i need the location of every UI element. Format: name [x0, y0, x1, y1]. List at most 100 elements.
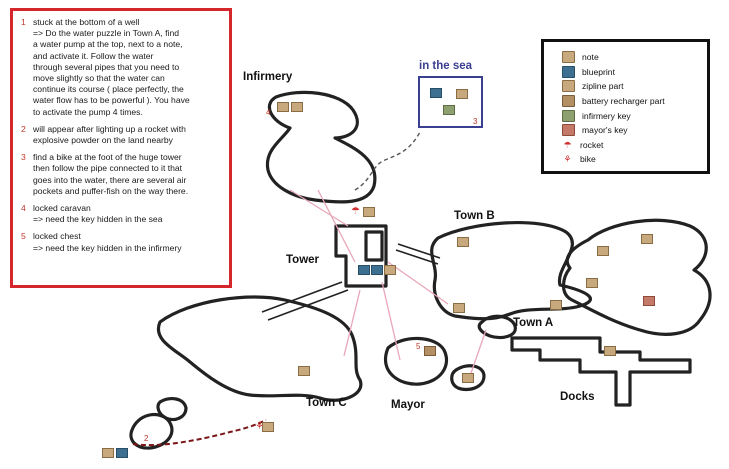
legend-label: note — [582, 52, 599, 63]
note-icon — [363, 207, 375, 217]
blueprint-icon — [358, 265, 370, 275]
mayors-key-icon — [643, 296, 655, 306]
legend-row: note — [562, 50, 699, 65]
note-icon — [597, 246, 609, 256]
note-item: 1 stuck at the bottom of a well => Do the… — [21, 17, 221, 118]
label-tower: Tower — [286, 254, 320, 266]
sw-island — [129, 412, 174, 450]
legend-label: battery recharger part — [582, 96, 665, 107]
note-text: locked caravan => need the key hidden in… — [33, 203, 163, 225]
note-icon — [298, 366, 310, 376]
note-item: 5 locked chest => need the key hidden in … — [21, 231, 221, 253]
mayor-island — [384, 336, 449, 386]
blueprint-icon — [430, 88, 442, 98]
legend: note blueprint zipline part battery rech… — [541, 39, 710, 174]
blueprint-icon — [371, 265, 383, 275]
note-icon — [102, 448, 114, 458]
note-text: will appear after lighting up a rocket w… — [33, 123, 186, 146]
battery-recharger-part-icon — [424, 346, 436, 356]
infirmery-key-icon — [443, 105, 455, 115]
bridge-tower-east — [395, 243, 441, 265]
note-icon — [462, 373, 474, 383]
sea-inset-box — [418, 76, 483, 128]
label-mayor: Mayor — [391, 399, 425, 411]
note-item: 4 locked caravan => need the key hidden i… — [21, 203, 221, 225]
note-icon — [562, 51, 575, 64]
legend-row: battery recharger part — [562, 94, 699, 109]
rocket-icon: ☂ — [351, 206, 360, 217]
link-4 — [381, 281, 401, 361]
infirmery-key-icon — [562, 109, 575, 122]
legend-label: rocket — [580, 139, 604, 150]
label-infirmery: Infirmery — [243, 71, 293, 83]
note-icon — [277, 102, 289, 112]
tower-outline — [334, 224, 388, 288]
note-number: 5 — [21, 231, 26, 242]
note-text: locked chest => need the key hidden in t… — [33, 231, 182, 253]
note-number: 2 — [21, 123, 26, 134]
note-number: 3 — [21, 152, 26, 163]
docks — [510, 336, 692, 407]
label-in-the-sea: in the sea — [419, 60, 473, 72]
battery-recharger-part-icon — [562, 95, 575, 108]
blueprint-icon — [562, 65, 575, 78]
small-island — [450, 364, 486, 392]
legend-row: infirmery key — [562, 108, 699, 123]
note-icon — [457, 237, 469, 247]
legend-row: ☂ rocket — [562, 138, 699, 153]
town-b-island — [430, 220, 592, 321]
note-icon — [262, 422, 274, 432]
legend-label: mayor's key — [582, 125, 628, 136]
bike-icon: ⚘ — [255, 421, 264, 432]
note-icon — [291, 102, 303, 112]
note-text: stuck at the bottom of a well => Do the … — [33, 17, 190, 117]
bridge-tower-west — [261, 281, 349, 321]
legend-row: zipline part — [562, 79, 699, 94]
infirmery-island — [265, 90, 377, 204]
marker-5: 5 — [416, 342, 421, 351]
tower-inner — [364, 230, 384, 262]
blueprint-icon — [116, 448, 128, 458]
zipline-part-icon — [562, 80, 575, 93]
legend-label: bike — [580, 154, 596, 165]
note-icon — [550, 300, 562, 310]
legend-row: ⚘ bike — [562, 152, 699, 167]
legend-label: infirmery key — [582, 110, 631, 121]
bike-route — [132, 419, 267, 447]
note-icon — [453, 303, 465, 313]
sw-island-2 — [156, 397, 188, 422]
label-docks: Docks — [560, 391, 595, 403]
mayors-key-icon — [562, 124, 575, 137]
legend-label: blueprint — [582, 66, 615, 77]
label-town-c: Town C — [306, 397, 347, 409]
marker-3: 3 — [473, 117, 478, 126]
label-town-a: Town A — [513, 317, 554, 329]
note-icon — [641, 234, 653, 244]
note-icon — [586, 278, 598, 288]
label-town-b: Town B — [454, 210, 495, 222]
note-number: 1 — [21, 17, 26, 27]
link-6 — [469, 329, 487, 377]
legend-row: mayor's key — [562, 123, 699, 138]
note-item: 2 will appear after lighting up a rocket … — [21, 124, 221, 146]
link-2 — [317, 189, 356, 263]
legend-label: zipline part — [582, 81, 624, 92]
zipline-part-icon — [456, 89, 468, 99]
town-a-island — [477, 314, 517, 340]
notes-panel: 1 stuck at the bottom of a well => Do the… — [10, 8, 232, 288]
rocket-icon: ☂ — [563, 139, 572, 150]
link-5 — [387, 261, 449, 305]
marker-2: 2 — [144, 434, 149, 443]
note-number: 4 — [21, 203, 26, 214]
west-island — [156, 295, 363, 402]
marker-4: 4 — [266, 108, 271, 117]
link-3 — [343, 289, 361, 357]
zipline-part-icon — [384, 265, 396, 275]
link-1 — [289, 189, 349, 227]
note-item: 3 find a bike at the foot of the huge tow… — [21, 152, 221, 197]
note-text: find a bike at the foot of the huge towe… — [33, 152, 189, 196]
bike-icon: ⚘ — [563, 154, 572, 165]
note-icon — [604, 346, 616, 356]
east-island — [561, 218, 712, 336]
